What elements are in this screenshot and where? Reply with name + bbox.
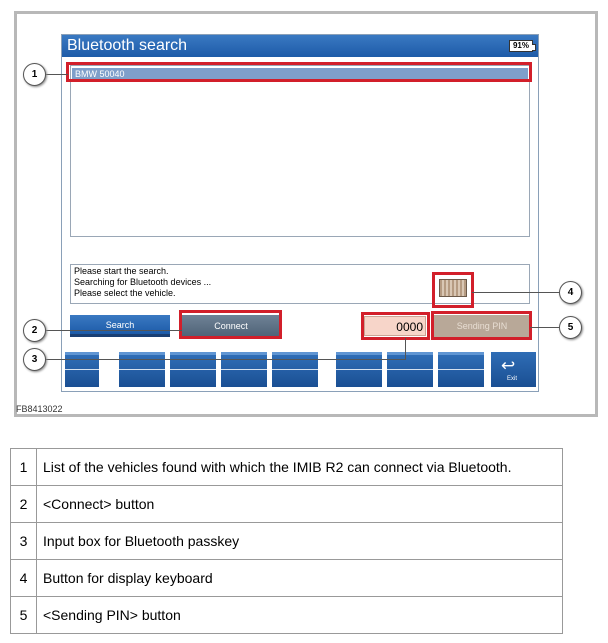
exit-button[interactable]: ↩ Exit bbox=[491, 352, 536, 387]
callout-4: 4 bbox=[559, 281, 582, 304]
leader-line bbox=[46, 359, 405, 360]
legend-text: <Connect> button bbox=[36, 485, 563, 523]
legend-text: <Sending PIN> button bbox=[36, 596, 563, 634]
device-screen: Bluetooth search 91% BMW 50040 Please st… bbox=[61, 34, 539, 392]
return-arrow-icon: ↩ bbox=[501, 356, 516, 375]
toolbar-button[interactable] bbox=[387, 352, 433, 387]
search-button[interactable]: Search bbox=[70, 315, 170, 337]
leader-line bbox=[405, 338, 406, 360]
legend-text: Input box for Bluetooth passkey bbox=[36, 522, 563, 560]
highlight-connect bbox=[179, 310, 282, 339]
send-pin-button[interactable]: Sending PIN bbox=[434, 315, 530, 337]
highlight-vehicle-list bbox=[66, 62, 532, 82]
leader-line bbox=[46, 74, 68, 75]
toolbar-button[interactable] bbox=[65, 352, 99, 387]
table-row: 4 Button for display keyboard bbox=[10, 559, 563, 597]
status-line: Searching for Bluetooth devices ... bbox=[74, 277, 212, 287]
pin-input[interactable]: 0000 bbox=[364, 316, 426, 336]
title-bar: Bluetooth search 91% bbox=[62, 35, 538, 57]
status-line: Please start the search. bbox=[74, 266, 169, 276]
vehicle-list-item[interactable]: BMW 50040 bbox=[72, 68, 528, 81]
highlight-keyboard bbox=[432, 272, 474, 308]
legend-text: List of the vehicles found with which th… bbox=[36, 448, 563, 486]
legend-text: Button for display keyboard bbox=[36, 559, 563, 597]
table-row: 5 <Sending PIN> button bbox=[10, 596, 563, 634]
leader-line bbox=[46, 330, 182, 331]
callout-3: 3 bbox=[23, 348, 46, 371]
legend-number: 4 bbox=[10, 559, 37, 597]
callout-2: 2 bbox=[23, 319, 46, 342]
legend-number: 1 bbox=[10, 448, 37, 486]
vehicle-list[interactable]: BMW 50040 bbox=[70, 65, 530, 237]
leader-line bbox=[472, 292, 560, 293]
exit-label: Exit bbox=[507, 376, 518, 382]
toolbar-button[interactable] bbox=[438, 352, 484, 387]
highlight-pin-input bbox=[361, 312, 430, 340]
table-row: 1 List of the vehicles found with which … bbox=[10, 448, 563, 486]
legend-table: 1 List of the vehicles found with which … bbox=[10, 448, 563, 634]
toolbar-button[interactable] bbox=[119, 352, 165, 387]
toolbar-button[interactable] bbox=[170, 352, 216, 387]
legend-number: 3 bbox=[10, 522, 37, 560]
bottom-toolbar: ↩ Exit bbox=[62, 352, 538, 391]
highlight-send-pin bbox=[431, 311, 532, 340]
leader-line bbox=[530, 327, 560, 328]
table-row: 2 <Connect> button bbox=[10, 485, 563, 523]
keyboard-button[interactable] bbox=[439, 279, 467, 297]
status-line: Please select the vehicle. bbox=[74, 288, 176, 298]
toolbar-button[interactable] bbox=[272, 352, 318, 387]
toolbar-button[interactable] bbox=[336, 352, 382, 387]
battery-indicator: 91% bbox=[509, 40, 536, 52]
connect-button[interactable]: Connect bbox=[182, 315, 280, 337]
legend-number: 5 bbox=[10, 596, 37, 634]
screen-title: Bluetooth search bbox=[67, 37, 188, 54]
figure-id: FB8413022 bbox=[16, 404, 63, 414]
toolbar-button[interactable] bbox=[221, 352, 267, 387]
legend-number: 2 bbox=[10, 485, 37, 523]
callout-1: 1 bbox=[23, 63, 46, 86]
table-row: 3 Input box for Bluetooth passkey bbox=[10, 522, 563, 560]
callout-5: 5 bbox=[559, 316, 582, 339]
